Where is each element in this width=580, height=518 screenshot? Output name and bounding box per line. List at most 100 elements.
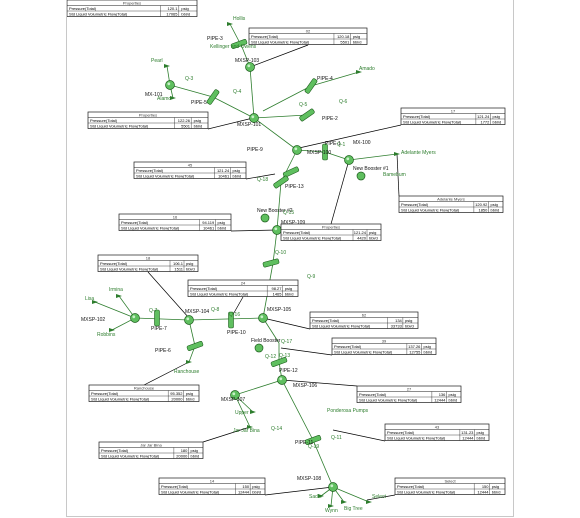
table-title: 02	[306, 28, 311, 33]
pipe-body	[322, 143, 328, 161]
stream-label-q-10: Q-10	[275, 250, 286, 256]
pipe-7-segment[interactable]	[154, 309, 160, 327]
property-name: Pressure(Total)	[100, 261, 128, 266]
property-unit: bbl/d	[405, 323, 414, 328]
property-value: 134	[395, 318, 402, 323]
mxsp-104-node[interactable]	[184, 315, 194, 325]
pipe-5-segment[interactable]	[206, 89, 220, 105]
property-value: 180	[181, 448, 188, 453]
property-value: 1465	[273, 291, 283, 296]
property-name: Pressure(Total)	[91, 391, 119, 396]
pipe-11-segment[interactable]	[304, 435, 322, 445]
property-table-t-43[interactable]	[384, 423, 490, 441]
mx-101-node[interactable]	[165, 80, 175, 90]
table-title: Jar Jar Bina	[140, 442, 162, 447]
property-table-t-top[interactable]	[67, 0, 198, 17]
stream-label-q-7: Q-7	[149, 308, 158, 314]
upper-label: Upper	[235, 410, 249, 416]
pipe-6-segment[interactable]	[186, 341, 204, 351]
node-highlight	[132, 315, 136, 319]
property-unit: bbl/d	[449, 397, 458, 402]
property-value: 95.352	[170, 391, 183, 396]
property-value: 106.1	[173, 261, 184, 266]
property-unit: bbl/d	[252, 489, 261, 494]
property-table-t-18[interactable]	[97, 254, 199, 272]
property-unit: bbl/d	[491, 207, 500, 212]
stream-line	[276, 181, 282, 231]
pipe-body	[270, 357, 288, 367]
property-table-t-24[interactable]	[187, 279, 299, 297]
property-value: 120.1	[167, 6, 178, 11]
ponderosa-label: Ponderosa Pumps	[327, 408, 369, 414]
stream-line	[281, 379, 314, 441]
pipe-9-segment[interactable]	[282, 166, 300, 178]
table-leader-line	[262, 317, 311, 330]
stream-line	[262, 85, 312, 112]
property-table-t-17[interactable]	[400, 107, 506, 125]
property-name: Pressure(Total)	[397, 484, 425, 489]
mxsp-101-node[interactable]	[249, 113, 259, 123]
pipe-13-segment[interactable]	[273, 175, 289, 189]
property-table-t-27[interactable]	[356, 385, 462, 403]
property-table-t-left1[interactable]	[87, 111, 209, 129]
pipe-body	[186, 341, 204, 351]
new-booster-1-pump-icon[interactable]	[356, 171, 366, 181]
pipe-6-label: PIPE-6	[155, 348, 171, 354]
property-table-t-39[interactable]	[331, 337, 437, 355]
pipe-14-segment[interactable]	[262, 258, 280, 268]
irmina-label: Irmina	[109, 287, 123, 293]
property-name: Pressure(Total)	[312, 318, 340, 323]
property-table-t-02[interactable]	[248, 27, 368, 45]
new-booster-2-pump-icon[interactable]	[260, 213, 270, 223]
table-title: 39	[382, 338, 387, 343]
property-unit: psig	[191, 448, 198, 453]
property-name: Std Liquid Volumetric Flow(Total)	[136, 173, 195, 178]
property-table-t-select[interactable]	[394, 477, 506, 495]
mxsp-108-node[interactable]	[328, 482, 338, 492]
mxsp-103-node[interactable]	[245, 62, 255, 72]
stream-line	[212, 96, 255, 119]
property-table-t-ranchouse[interactable]	[88, 384, 200, 402]
property-value: 20000	[176, 453, 188, 458]
mx-100-node[interactable]	[344, 155, 354, 165]
pipe-4-segment[interactable]	[304, 78, 318, 94]
mxsp-109-node[interactable]	[272, 225, 282, 235]
pipe-3-segment[interactable]	[230, 39, 248, 49]
property-unit: bbl/d	[285, 291, 294, 296]
property-name: Std Liquid Volumetric Flow(Total)	[387, 435, 446, 440]
property-table-t-jarjar[interactable]	[98, 441, 204, 459]
mxsp-102-node[interactable]	[130, 313, 140, 323]
pipe-body	[262, 258, 280, 268]
pipe-2-segment[interactable]	[299, 108, 315, 122]
node-highlight	[330, 484, 334, 488]
property-unit: bbl/d	[194, 123, 203, 128]
property-table-t-14[interactable]	[158, 477, 266, 495]
property-table-t-45[interactable]	[133, 161, 247, 179]
property-unit: bbl/d	[492, 489, 501, 494]
pipe-body	[273, 175, 289, 189]
pipe-5-label: PIPE-5	[191, 100, 207, 106]
property-unit: psig	[424, 344, 431, 349]
mxsp-101-label: MXSP-101	[237, 122, 261, 128]
property-table-t-16[interactable]	[118, 213, 232, 231]
property-unit: psig	[186, 261, 193, 266]
table-leader-line	[147, 271, 190, 319]
mxsp-100-node[interactable]	[292, 145, 302, 155]
property-table-t-62[interactable]	[309, 311, 419, 329]
robbins-arrow-icon	[109, 328, 115, 332]
pipe-10-segment[interactable]	[228, 311, 234, 329]
mxsp-106-node[interactable]	[277, 375, 287, 385]
table-title: Properties	[123, 0, 141, 5]
property-name: Pressure(Total)	[161, 484, 189, 489]
stream-line	[134, 317, 190, 321]
property-table-t-mid[interactable]	[280, 223, 382, 241]
property-table-t-adelante[interactable]	[398, 195, 504, 213]
mxsp-105-node[interactable]	[258, 313, 268, 323]
property-unit: psig	[181, 6, 188, 11]
stream-line	[262, 317, 280, 344]
field-booster-pump-icon[interactable]	[254, 343, 264, 353]
mxsp-107-node[interactable]	[230, 390, 240, 400]
pipe-1-segment[interactable]	[322, 143, 328, 161]
pipe-12-segment[interactable]	[270, 357, 288, 367]
